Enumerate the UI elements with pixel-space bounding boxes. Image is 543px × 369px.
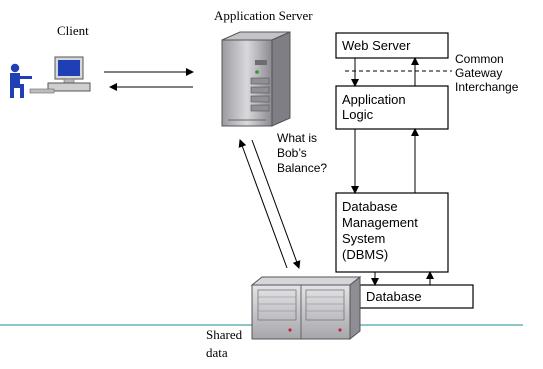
cgi-label-line1: Common (455, 52, 504, 66)
storage-rack-icon (250, 275, 362, 341)
dbms-label-line2: Management (342, 215, 418, 230)
server-tower-icon (221, 31, 291, 127)
person-icon (10, 63, 32, 98)
web-server-box (335, 32, 449, 59)
server-to-data-arrow (251, 139, 301, 269)
dbms-label-line4: (DBMS) (342, 247, 389, 262)
application-logic-label-line2: Logic (342, 107, 374, 122)
monitor-icon (29, 56, 91, 94)
application-server-label: Application Server (214, 8, 313, 23)
query-label-line3: Balance? (277, 161, 328, 175)
dbms-box (335, 192, 449, 273)
application-logic-box (335, 85, 449, 130)
web-server-label: Web Server (342, 38, 411, 53)
shared-data-label-line2: data (206, 345, 228, 360)
dbms-label-line1: Database (342, 199, 398, 214)
application-logic-label-line1: Application (342, 92, 406, 107)
dbms-label-line3: System (342, 231, 386, 246)
query-label-line2: Bob’s (277, 146, 307, 160)
database-label: Database (366, 289, 422, 304)
cgi-label-line3: Interchange (455, 80, 519, 94)
cgi-label-line2: Gateway (455, 66, 503, 80)
shared-data-label-line1: Shared (206, 327, 243, 342)
query-label-line1: What is (277, 131, 318, 145)
data-to-server-arrow (238, 139, 288, 269)
client-label: Client (57, 23, 89, 38)
client-workstation-icon (10, 56, 91, 98)
